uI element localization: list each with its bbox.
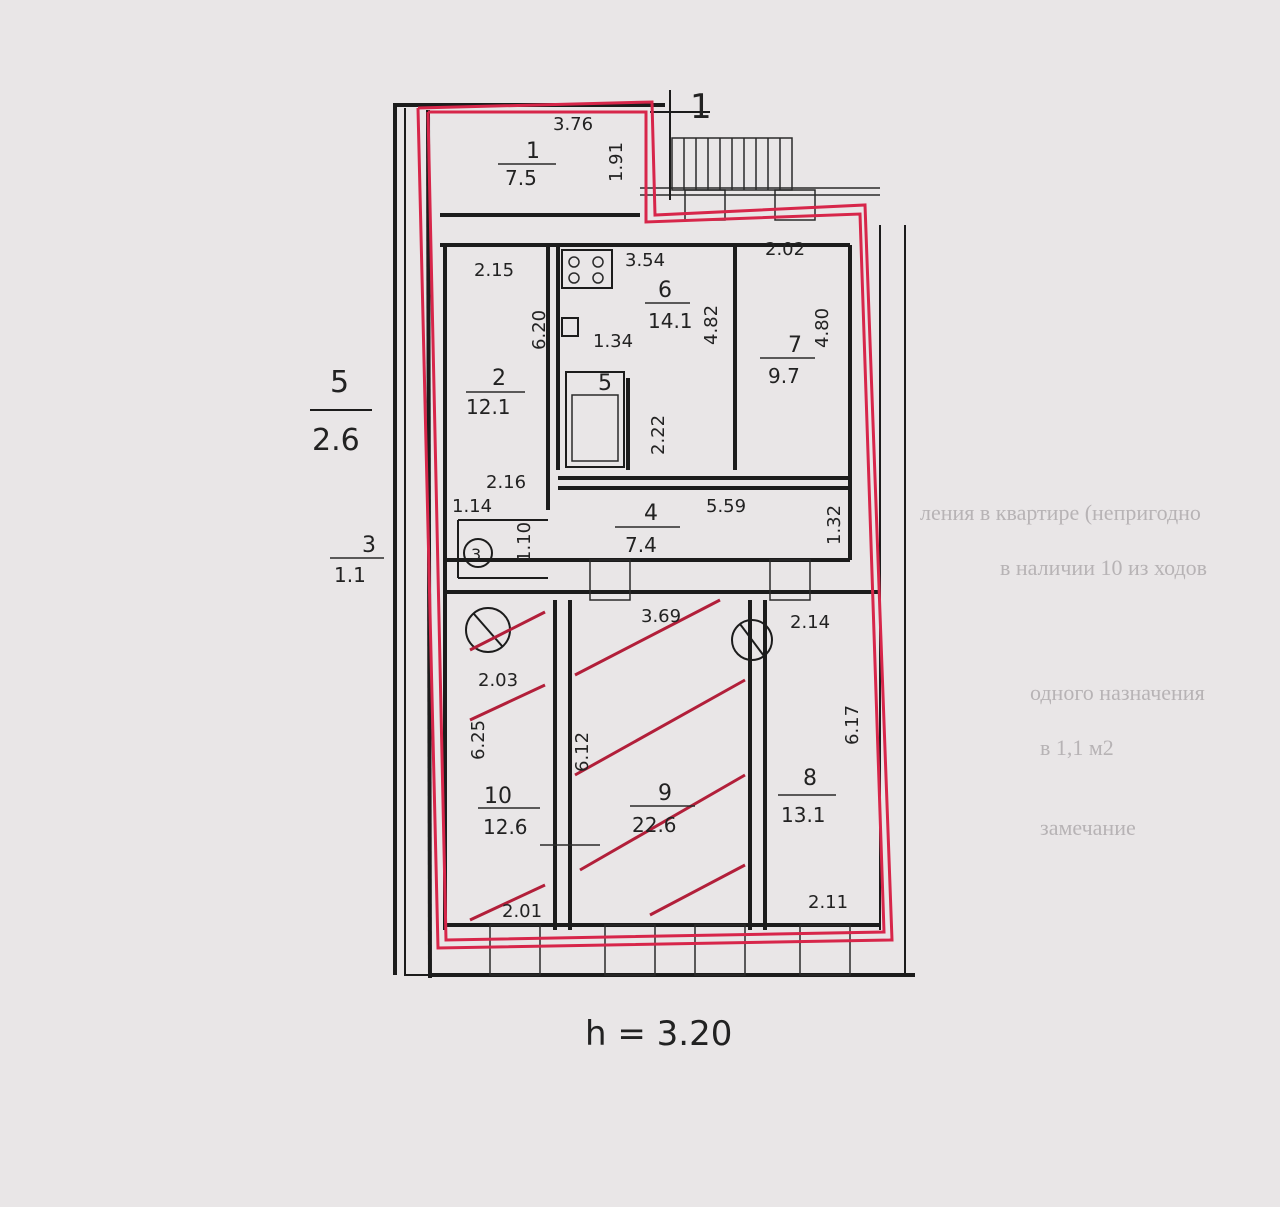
svg-text:8: 8 xyxy=(803,766,817,791)
ghost-line-2: в наличии 10 из ходов xyxy=(1000,555,1207,580)
fixtures: 3 xyxy=(463,249,773,661)
room-2-dim-top: 2.15 xyxy=(474,260,514,281)
room-9-dim-width: 3.69 xyxy=(641,606,681,627)
room-4-dim-depth: 1.32 xyxy=(824,505,845,545)
svg-text:2.6: 2.6 xyxy=(312,423,360,458)
room-5-label: 5 1.34 2.22 xyxy=(593,331,669,455)
room-2-label: 2 12.1 2.15 6.20 2.16 xyxy=(466,260,550,493)
room-10-dim-side: 6.25 xyxy=(468,720,489,760)
room-2-dim-side: 6.20 xyxy=(529,310,550,350)
room-8-dim-bottom: 2.11 xyxy=(808,892,848,913)
room-10-label: 10 12.6 2.03 6.25 2.01 xyxy=(468,670,542,922)
room-7-dim-width: 2.02 xyxy=(765,239,805,260)
svg-text:5: 5 xyxy=(330,365,349,400)
section-marker: 1 xyxy=(650,87,712,200)
room-8-label: 8 13.1 2.14 6.17 2.11 xyxy=(778,612,863,913)
room-8-dim-side: 6.17 xyxy=(842,705,863,745)
outside-5-label: 5 2.6 xyxy=(310,365,372,458)
svg-text:3: 3 xyxy=(362,533,376,558)
room-1-dim-width: 3.76 xyxy=(553,114,593,135)
room-3-label: 1.14 1.10 xyxy=(452,496,535,562)
room-1-dim-depth: 1.91 xyxy=(606,142,627,182)
bathtub-icon xyxy=(565,371,625,468)
toilet-icon xyxy=(463,538,493,568)
svg-text:5: 5 xyxy=(598,371,612,396)
svg-text:4: 4 xyxy=(644,501,658,526)
room-4-label: 4 7.4 5.59 1.32 xyxy=(615,496,845,557)
svg-text:10: 10 xyxy=(484,784,512,809)
svg-text:12.1: 12.1 xyxy=(466,395,511,419)
svg-text:3: 3 xyxy=(471,545,481,564)
section-mark-label: 1 xyxy=(690,87,712,127)
outside-3-label: 3 1.1 xyxy=(330,533,384,587)
svg-text:2: 2 xyxy=(492,366,506,391)
svg-text:12.6: 12.6 xyxy=(483,815,528,839)
ghost-line-5: замечание xyxy=(1040,815,1136,840)
background-text: ления в квартире (непригодно в наличии 1… xyxy=(920,500,1207,840)
room-6-label: 6 14.1 3.54 4.82 xyxy=(625,250,722,345)
svg-text:14.1: 14.1 xyxy=(648,309,693,333)
room-9-dim-depth: 6.12 xyxy=(572,732,593,772)
room-6-dim-width: 3.54 xyxy=(625,250,665,271)
room-5-dim-depth: 2.22 xyxy=(648,415,669,455)
room-3-dim-width: 1.14 xyxy=(452,496,492,517)
svg-text:9: 9 xyxy=(658,781,672,806)
svg-text:13.1: 13.1 xyxy=(781,803,826,827)
svg-text:7.4: 7.4 xyxy=(625,533,657,557)
room-4-dim-length: 5.59 xyxy=(706,496,746,517)
room-hatching xyxy=(469,598,746,922)
room-3-dim-depth: 1.10 xyxy=(514,522,535,562)
svg-text:1: 1 xyxy=(526,139,540,164)
apartment-boundary xyxy=(416,100,894,950)
room-7-label: 7 9.7 2.02 4.80 xyxy=(760,239,833,388)
stove-right-icon xyxy=(731,619,773,661)
svg-text:7: 7 xyxy=(788,333,802,358)
svg-text:1.1: 1.1 xyxy=(334,563,366,587)
apartment-boundary-inner xyxy=(426,110,886,942)
stove-icon xyxy=(561,249,613,289)
svg-text:9.7: 9.7 xyxy=(768,364,800,388)
room-1-label: 1 7.5 3.76 1.91 xyxy=(498,114,627,190)
svg-text:22.6: 22.6 xyxy=(632,813,677,837)
ceiling-height-label: h = 3.20 xyxy=(585,1014,732,1054)
ghost-line-1: ления в квартире (непригодно xyxy=(920,500,1201,525)
windows xyxy=(489,189,851,976)
room-5-dim-width: 1.34 xyxy=(593,331,633,352)
staircase xyxy=(671,137,793,191)
ghost-line-4: в 1,1 м2 xyxy=(1040,735,1114,760)
sink-icon xyxy=(561,317,579,337)
room-2-dim-bottom: 2.16 xyxy=(486,472,526,493)
room-7-dim-depth: 4.80 xyxy=(812,308,833,348)
room-10-dim-top: 2.03 xyxy=(478,670,518,691)
ghost-line-3: одного назначения xyxy=(1030,680,1205,705)
room-9-label: 9 22.6 3.69 6.12 xyxy=(572,606,695,837)
svg-text:7.5: 7.5 xyxy=(505,166,537,190)
room-10-dim-bottom: 2.01 xyxy=(502,901,542,922)
room-6-dim-depth: 4.82 xyxy=(701,305,722,345)
room-8-dim-top: 2.14 xyxy=(790,612,830,633)
svg-text:6: 6 xyxy=(658,278,672,303)
